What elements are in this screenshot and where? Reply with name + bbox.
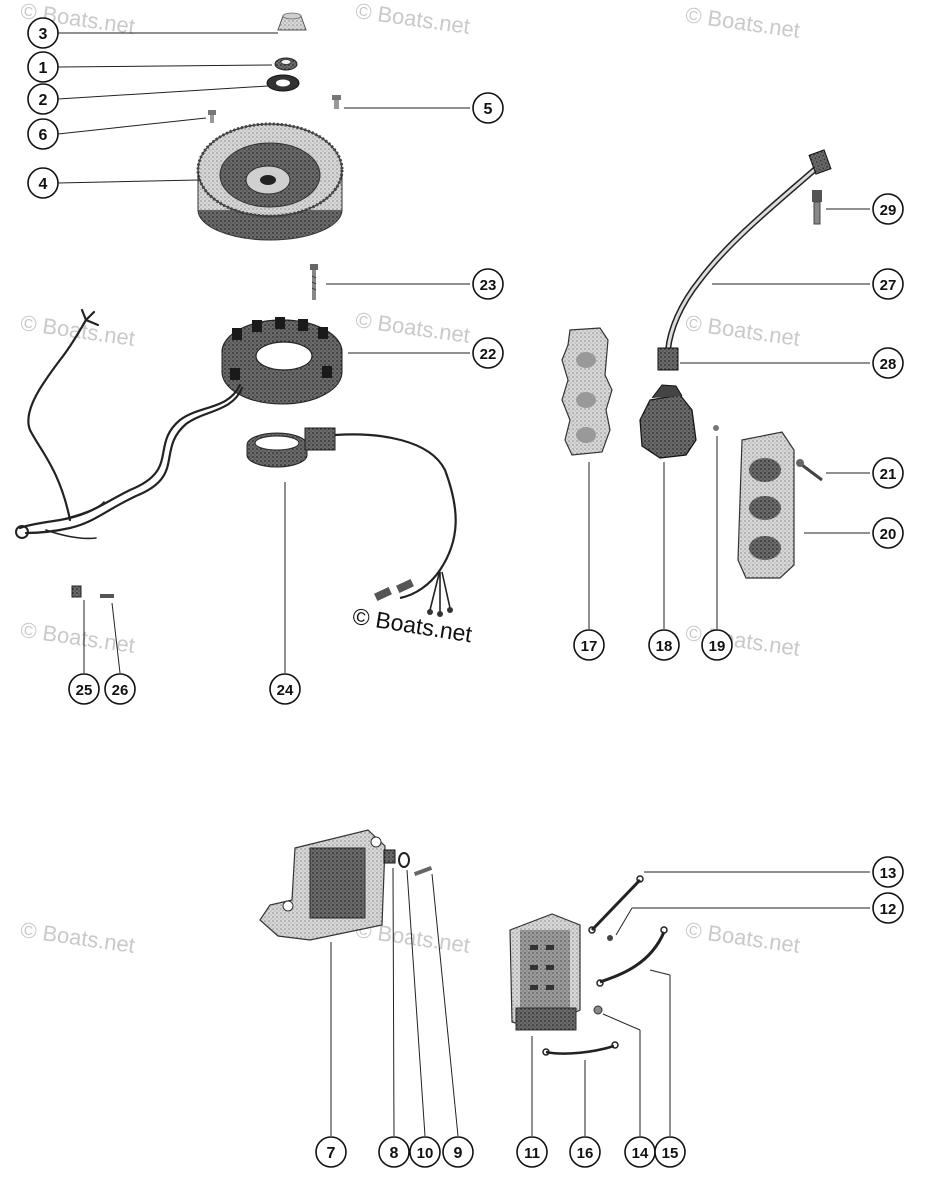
callout-23: 23 [472, 268, 504, 300]
part-16-jumper [542, 1041, 619, 1056]
part-5-screw [332, 95, 341, 109]
part-1-nut [274, 57, 298, 71]
svg-text:18: 18 [656, 638, 673, 655]
callout-25: 25 [68, 673, 100, 705]
part-4-flywheel [196, 122, 344, 241]
part-29-spark-plug-terminal [812, 190, 822, 225]
svg-text:5: 5 [484, 101, 493, 118]
svg-text:11: 11 [524, 1145, 540, 1162]
part-6-screw [208, 110, 216, 123]
svg-text:23: 23 [480, 277, 497, 294]
svg-text:8: 8 [390, 1145, 399, 1162]
svg-text:27: 27 [880, 277, 897, 294]
svg-text:7: 7 [327, 1145, 336, 1162]
part-22-stator [221, 317, 343, 405]
callout-18: 18 [648, 629, 680, 661]
part-24-trigger [246, 427, 457, 617]
part-15-lead [596, 926, 668, 987]
part-14-nut [593, 1005, 603, 1015]
svg-text:17: 17 [581, 638, 598, 655]
part-28-boot [657, 347, 679, 371]
part-11-switch-box [509, 913, 581, 1031]
svg-text:26: 26 [112, 682, 129, 699]
callout-7: 7 [315, 1136, 347, 1168]
callout-19: 19 [701, 629, 733, 661]
callout-17: 17 [573, 629, 605, 661]
svg-text:24: 24 [277, 682, 294, 699]
callout-2: 2 [27, 83, 59, 115]
svg-text:15: 15 [662, 1145, 679, 1162]
svg-text:2: 2 [39, 92, 48, 109]
part-9-screw [413, 866, 433, 876]
part-26-screw [100, 594, 114, 598]
part-2-washer [266, 74, 300, 92]
svg-text:28: 28 [880, 356, 897, 373]
svg-text:4: 4 [39, 176, 48, 193]
part-19-nut [713, 425, 719, 431]
part-20-coil-cover [737, 431, 795, 579]
callout-10: 10 [409, 1136, 441, 1168]
svg-text:13: 13 [880, 865, 897, 882]
svg-text:12: 12 [880, 901, 897, 918]
ring-terminal [15, 525, 29, 539]
part-7-bracket [259, 829, 386, 941]
callout-5: 5 [472, 92, 504, 124]
part-18-boot [639, 384, 697, 459]
leader-lines [57, 32, 870, 1137]
callout-markers: 3 1 2 6 4 5 23 22 24 25 26 17 18 19 29 2… [27, 17, 904, 1168]
svg-text:14: 14 [632, 1145, 649, 1162]
svg-text:16: 16 [577, 1145, 594, 1162]
part-27-high-tension-lead [665, 149, 832, 351]
callout-13: 13 [872, 856, 904, 888]
callout-26: 26 [104, 673, 136, 705]
part-25-clip [71, 585, 82, 598]
svg-text:29: 29 [880, 202, 897, 219]
callout-11: 11 [516, 1136, 548, 1168]
callout-27: 27 [872, 268, 904, 300]
callout-29: 29 [872, 193, 904, 225]
callout-6: 6 [27, 118, 59, 150]
part-8-nut [383, 849, 396, 864]
part-13-lead [588, 875, 644, 934]
stator-wire-harness [18, 308, 244, 540]
part-10-washer [398, 852, 410, 868]
callout-28: 28 [872, 347, 904, 379]
part-17-gasket [561, 327, 613, 456]
callout-22: 22 [472, 337, 504, 369]
svg-text:3: 3 [39, 26, 48, 43]
svg-text:1: 1 [39, 60, 48, 77]
svg-text:19: 19 [709, 638, 726, 655]
callout-12: 12 [872, 892, 904, 924]
part-21-screw [796, 459, 823, 482]
callout-20: 20 [872, 517, 904, 549]
svg-text:6: 6 [39, 127, 48, 144]
callout-24: 24 [269, 673, 301, 705]
svg-text:21: 21 [880, 466, 897, 483]
part-23-bolt [310, 264, 318, 300]
callout-16: 16 [569, 1136, 601, 1168]
svg-text:10: 10 [417, 1145, 434, 1162]
part-12-screw [607, 935, 613, 941]
callout-3: 3 [27, 17, 59, 49]
callout-21: 21 [872, 457, 904, 489]
svg-text:22: 22 [480, 346, 497, 363]
svg-text:9: 9 [454, 1145, 463, 1162]
callout-14: 14 [624, 1136, 656, 1168]
callout-9: 9 [442, 1136, 474, 1168]
svg-text:20: 20 [880, 526, 897, 543]
svg-text:25: 25 [76, 682, 93, 699]
callout-4: 4 [27, 167, 59, 199]
callout-8: 8 [378, 1136, 410, 1168]
part-3-cap [277, 12, 307, 31]
callout-15: 15 [654, 1136, 686, 1168]
callout-1: 1 [27, 51, 59, 83]
